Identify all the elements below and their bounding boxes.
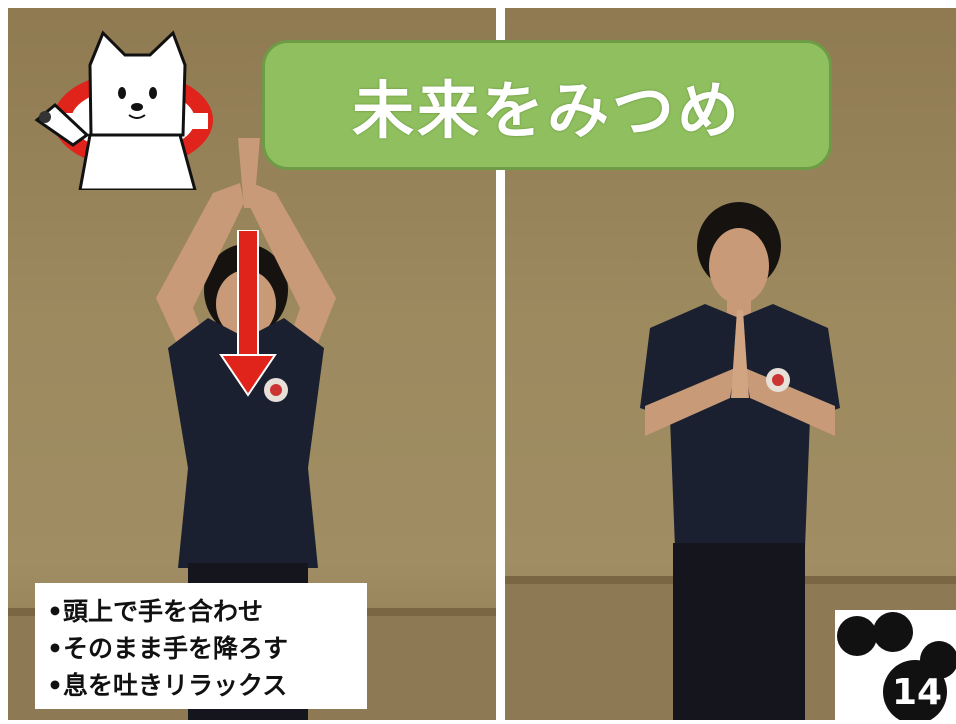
- left-border: [0, 0, 8, 720]
- instruction-item: •頭上で手を合わせ: [47, 597, 263, 626]
- page-title: 未来をみつめ: [351, 74, 742, 147]
- down-arrow-icon: [219, 230, 277, 397]
- page-badge: 14: [835, 610, 956, 724]
- title-speech-bubble: 未来をみつめ: [262, 40, 832, 170]
- paw-icon: [837, 612, 956, 724]
- top-border: [0, 0, 956, 8]
- instruction-item: •そのまま手を降ろす: [47, 634, 288, 663]
- dog-mascot-icon: [34, 30, 213, 190]
- page-number: 14: [891, 672, 943, 713]
- instruction-item: •息を吐きリラックス: [47, 671, 288, 700]
- instruction-list: •頭上で手を合わせ •そのまま手を降ろす •息を吐きリラックス: [35, 583, 367, 709]
- photo-divider: [496, 0, 505, 720]
